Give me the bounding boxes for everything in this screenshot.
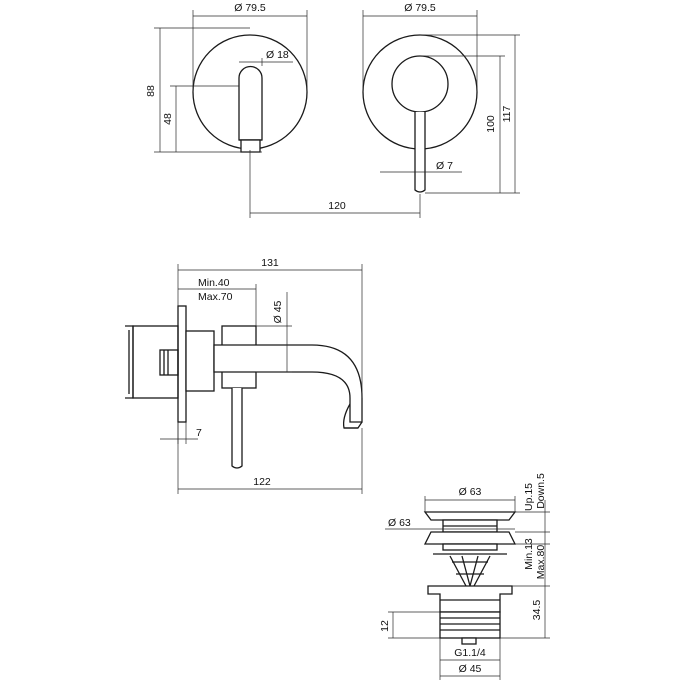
tail-pin	[461, 637, 477, 645]
valve-body	[132, 325, 179, 399]
label-thread: G1.1/4	[454, 647, 486, 659]
side-view: 131 Min.40 Max.70 Ø 45 7 122	[125, 257, 363, 494]
flange-neck	[442, 543, 498, 551]
flange	[423, 531, 517, 545]
cage-spokes	[449, 555, 491, 587]
label-rosette-thickness: 7	[196, 427, 202, 439]
label-range-max: Max.80	[535, 545, 547, 580]
handle-body	[238, 65, 263, 141]
label-lever-height: 100	[485, 115, 497, 133]
dim-front-span: 120	[249, 150, 421, 218]
label-spout-diameter: Ø 45	[272, 300, 284, 323]
thread-section	[439, 611, 501, 639]
label-range-min: Min.13	[523, 538, 535, 570]
label-handle-height: 48	[162, 113, 174, 125]
body-block	[185, 330, 215, 392]
front-view-right: Ø 79.5 Ø 7 100 117	[362, 2, 520, 194]
valve-body-waste	[427, 585, 513, 613]
label-thread-height: 12	[379, 620, 391, 632]
label-overall-length: 131	[261, 257, 279, 269]
label-wall-depth-max: Max.70	[198, 291, 233, 303]
label-handle-diameter: Ø 18	[266, 49, 289, 61]
label-total-height-left: 88	[145, 85, 157, 97]
lever-stem-side	[231, 388, 243, 469]
label-front-span: 120	[328, 200, 346, 212]
label-stroke-up: Up.15	[523, 483, 535, 511]
label-body-height: 34.5	[531, 600, 543, 621]
label-rosette-left: Ø 79.5	[234, 2, 266, 14]
label-total-height-right: 117	[501, 105, 513, 122]
label-wall-depth-min: Min.40	[198, 277, 230, 289]
lever-stem	[414, 112, 426, 193]
label-rosette-right: Ø 79.5	[404, 2, 436, 14]
rosette-plate	[177, 305, 187, 423]
label-stroke-down: Down.5	[535, 473, 547, 509]
label-lever-reach: 122	[253, 476, 271, 488]
cage-rings	[452, 561, 488, 575]
waste-valve: Ø 63 Ø 63 Up.15 Down.5 Min.13 Max.80 34.…	[379, 473, 550, 680]
lever-hub	[391, 55, 449, 113]
label-lever-diameter: Ø 7	[436, 160, 453, 172]
valve-cartridge	[159, 349, 179, 376]
label-body-diameter: Ø 45	[459, 663, 482, 675]
front-view-left: Ø 79.5 Ø 18 88 48	[145, 2, 308, 153]
handle-cap	[240, 139, 261, 153]
label-cap-diameter: Ø 63	[459, 486, 482, 498]
popup-cap	[423, 511, 517, 521]
label-flange-diameter: Ø 63	[388, 517, 411, 529]
